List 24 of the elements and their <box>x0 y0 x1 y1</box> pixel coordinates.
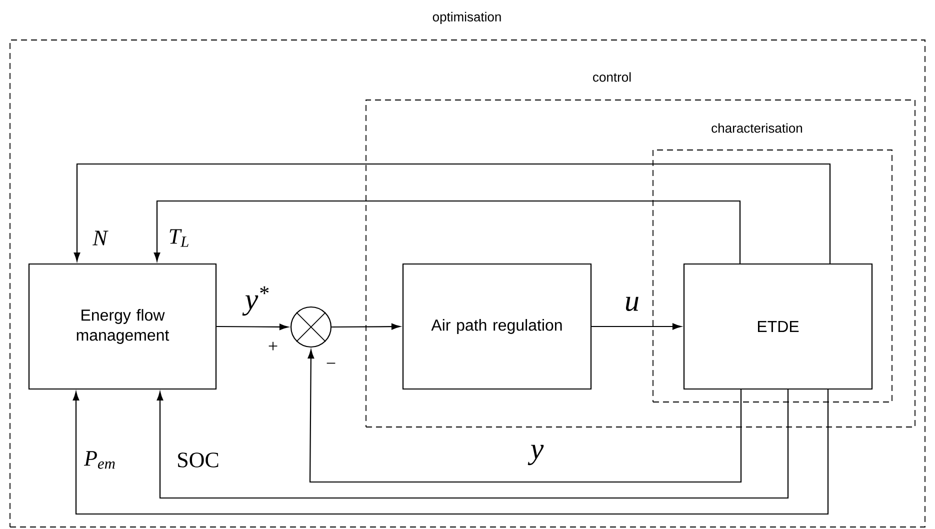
arrow <box>72 390 829 515</box>
sign-label: − <box>326 362 336 364</box>
signal-label: u <box>626 296 638 312</box>
arrow <box>154 200 741 264</box>
signal-label: SOC <box>178 452 218 468</box>
arrow <box>156 390 789 499</box>
node-label: characterisation <box>712 123 802 133</box>
process-box: Energy flow management <box>28 263 217 390</box>
arrow <box>308 350 742 483</box>
node-label: control <box>593 72 631 82</box>
arrow <box>216 324 288 330</box>
sign-label: + <box>268 342 278 350</box>
signal-label: T$_{L}$ <box>170 229 188 247</box>
signal-label: N <box>92 230 108 246</box>
arrow <box>332 323 400 330</box>
arrow <box>592 323 682 330</box>
arrow <box>74 163 831 264</box>
summing-junction <box>290 306 332 348</box>
signal-label: P$_{em}$ <box>84 451 115 469</box>
process-box: Air path regulation <box>402 263 592 390</box>
process-box: ETDE <box>683 263 873 390</box>
node-label: optimisation <box>432 12 501 24</box>
signal-label: y$^{*}$ <box>242 286 269 316</box>
signal-label: y <box>528 444 544 466</box>
